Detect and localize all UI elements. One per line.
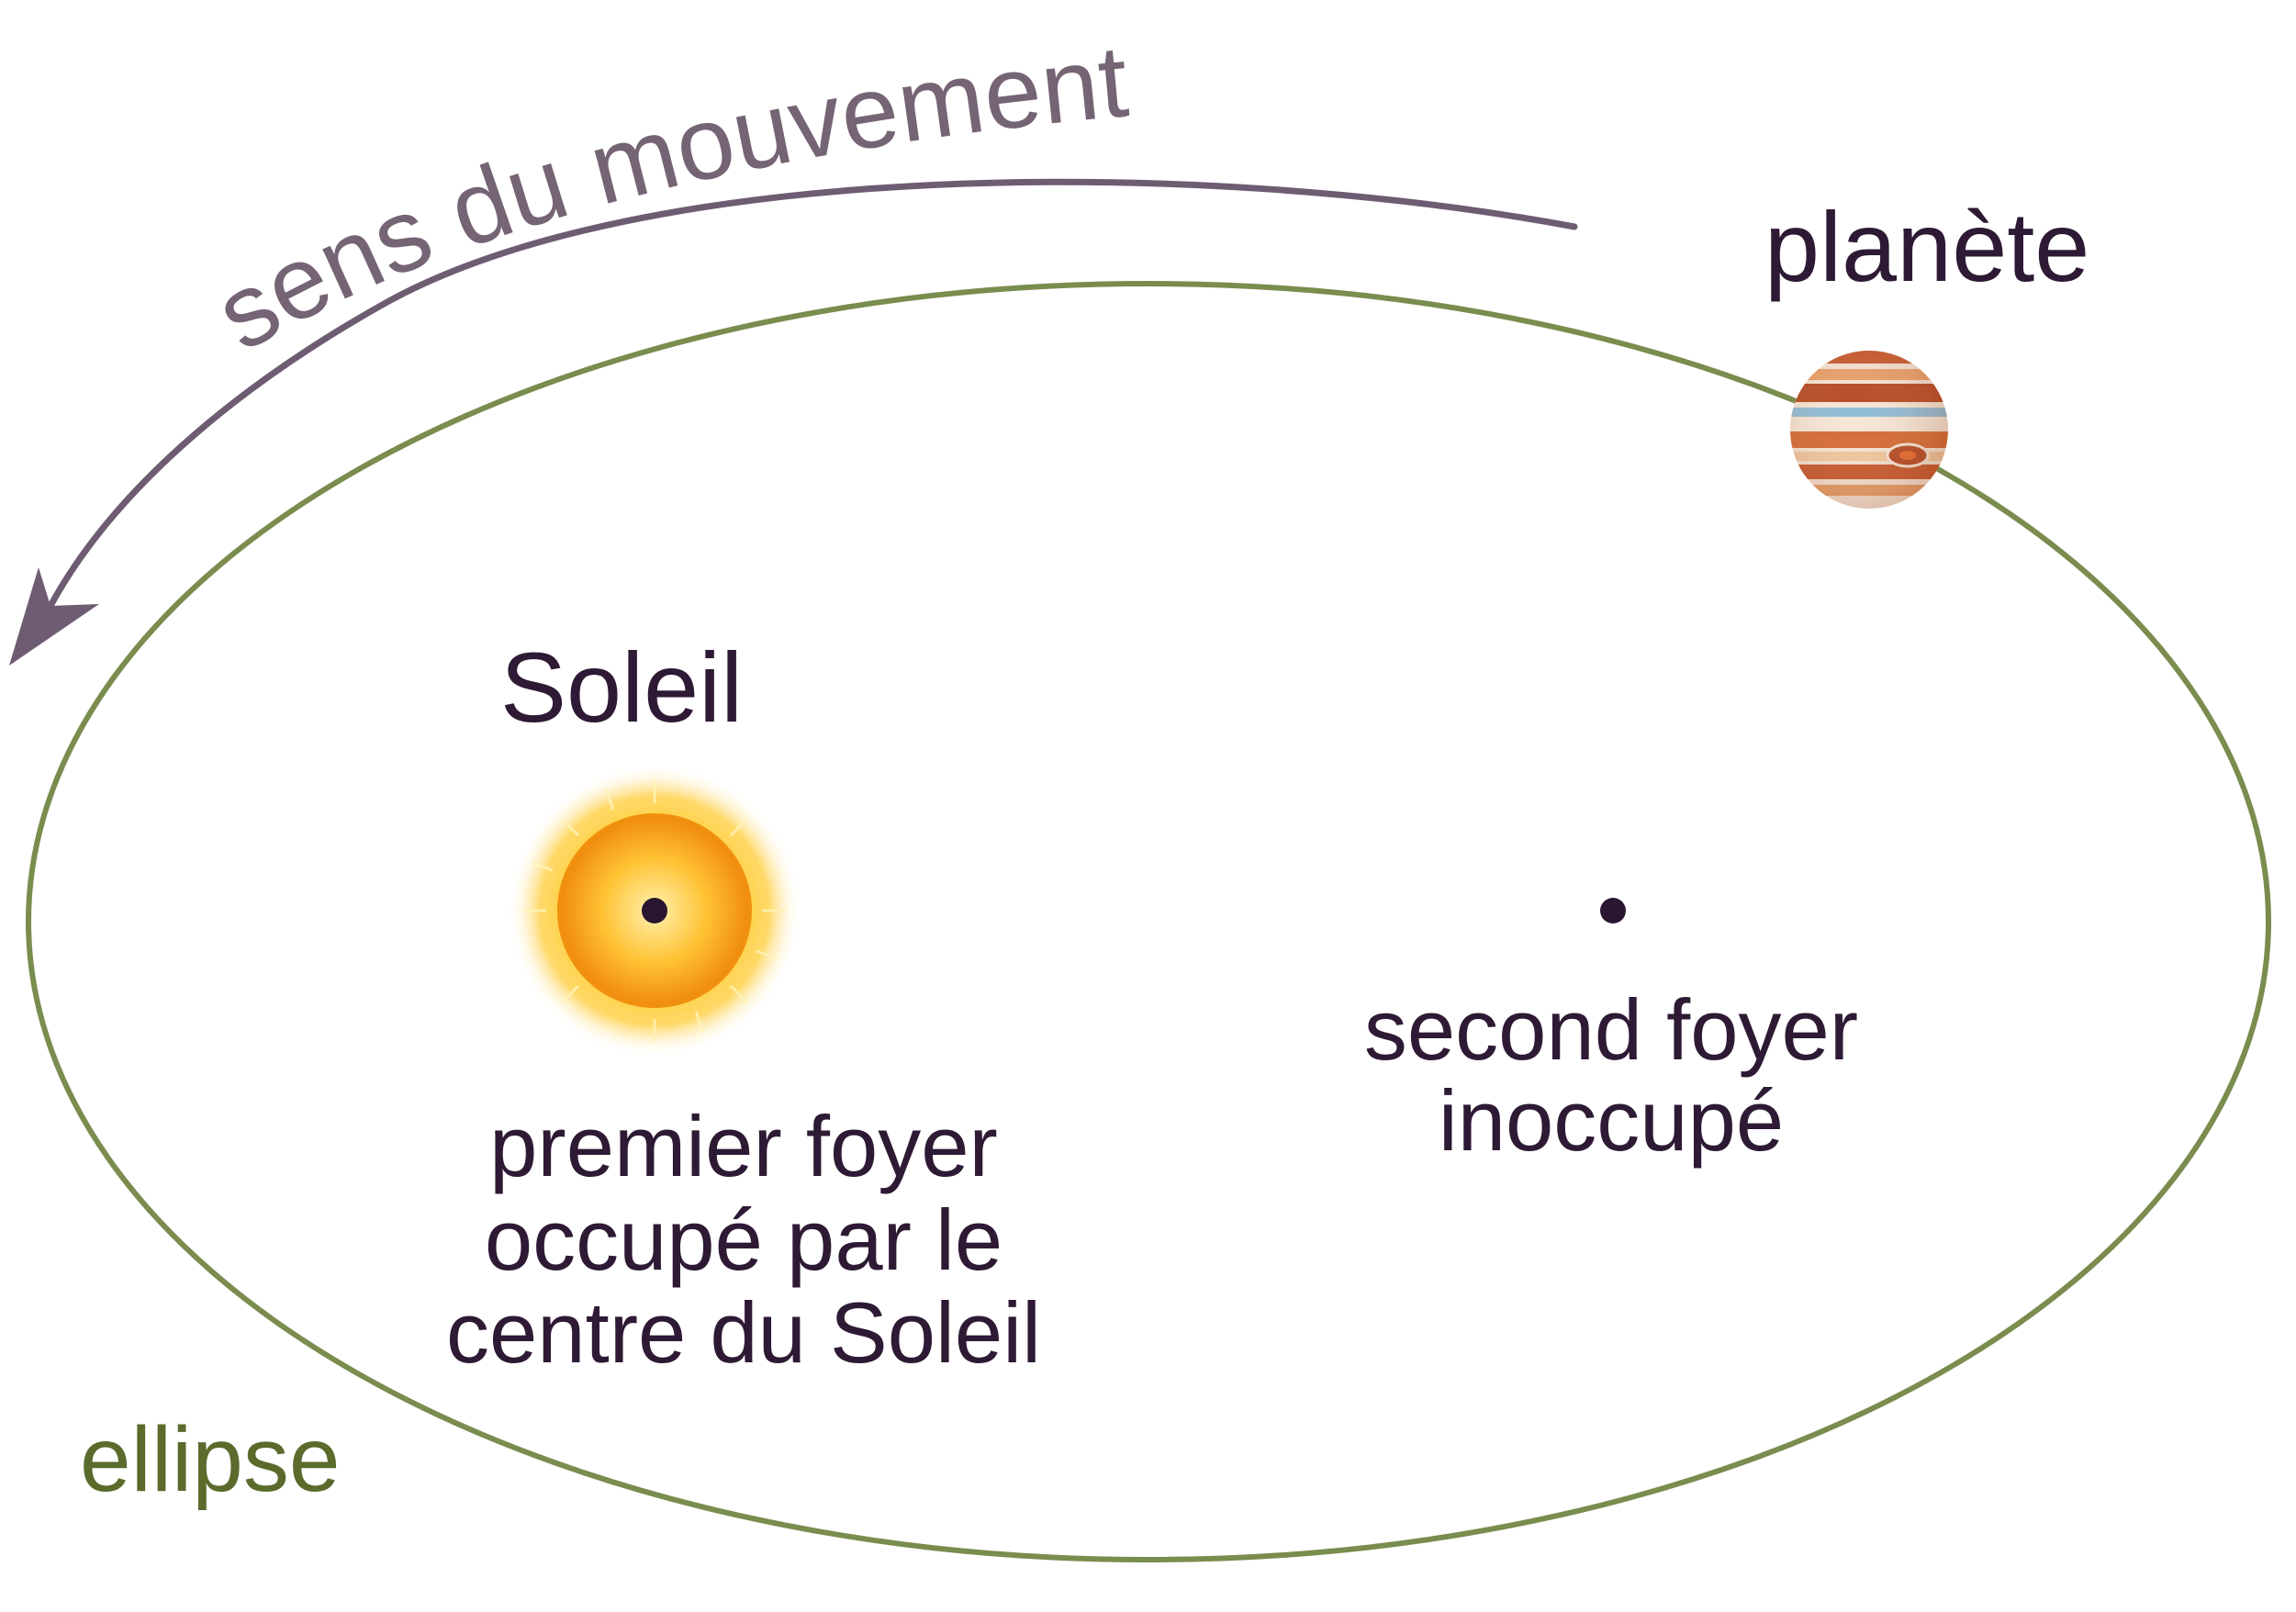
planet-label: planète: [1764, 191, 2090, 302]
second-focus-label: second foyer inoccupé: [1363, 981, 1859, 1169]
motion-label: sens du mouvement: [196, 23, 1132, 372]
orbit-ellipse: [26, 281, 2271, 1562]
ellipse-label: ellipse: [80, 1408, 341, 1511]
planet-icon: [1790, 351, 1948, 509]
sun-label: Soleil: [500, 632, 744, 743]
curved-arrow-icon: [9, 178, 1578, 666]
first-focus-label: premier foyer occupé par le centre du So…: [446, 1098, 1041, 1382]
first-focus-dot: [642, 898, 667, 924]
second-focus-dot: [1600, 898, 1626, 924]
